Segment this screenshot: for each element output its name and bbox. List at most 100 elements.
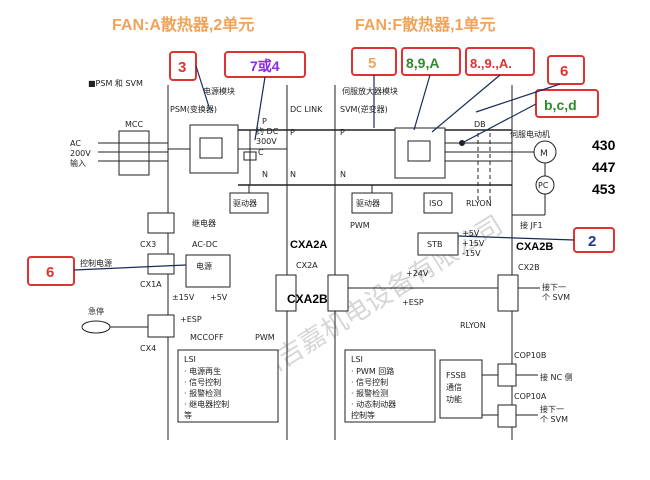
next-svm-1: 接下一 [542,282,566,292]
p-label-1: P [290,128,295,137]
stb-label: STB [427,240,442,249]
lsi-left-2: · 信号控制 [184,377,221,387]
n-label-1: N [290,170,296,179]
cx3-connector [147,212,175,234]
cxa2a-label: CXA2A [290,239,327,251]
servo-amp-title: 伺服放大器模块 [342,86,398,96]
lsi-right-title: LSI [351,355,363,364]
jf1-label: 接 JF1 [520,220,543,230]
leader-bcd [461,103,537,144]
cxa2b-right-label: CXA2B [516,241,553,253]
cx2b-label: CX2B [518,263,540,272]
lsi-left-title: LSI [184,355,196,364]
callout-89a-text: 8,9,A [406,55,439,71]
callout-bcd [535,89,599,118]
cop10a-connector [497,404,517,428]
lsi-right-block [344,349,436,423]
lsi-right-5: 控制等 [351,410,375,420]
power-block [185,254,231,288]
db-label: DB [474,120,486,129]
lsi-left-3: · 报警检测 [184,388,221,398]
cxa2a-connector [275,274,297,312]
emergency-label: 急停 [88,306,104,316]
encoder-pc-label: PC [538,181,549,190]
leader-89a [413,74,431,131]
cxa2b-big-label: CXA2B [287,292,328,306]
n-label-3: N [262,170,268,179]
header-left: FAN:A散热器,2单元 [112,15,254,34]
cx4-connector [147,314,175,338]
power-module-title: 电源模块 [203,86,235,96]
to-nc-label: 接 NC 侧 [540,372,573,382]
lsi-right-3: · 报警检测 [351,388,388,398]
acdc-label: AC-DC [192,240,218,249]
callout-3-text: 3 [178,59,186,76]
callout-bcd-text: b,c,d [544,97,577,113]
pwm-label-1: PWM [255,333,275,342]
psm-driver-label: 驱动器 [233,198,257,208]
lsi-left-block [177,349,279,423]
esp-label: +ESP [180,315,202,324]
stb-block [417,232,459,256]
svm-title: SVM(逆变器) [340,104,388,114]
svm-driver-label: 驱动器 [356,198,380,208]
callout-6-top-text: 6 [560,63,568,80]
esp-label-2: +ESP [402,298,424,307]
callout-89a-dot-text: 8.,9.,A. [470,56,512,71]
ac-input-1: AC [70,139,81,148]
callout-6-left-text: 6 [46,264,54,281]
v5-label: +5V [462,229,480,238]
cx2a-label: CX2A [296,261,318,270]
lsi-left-1: · 电源再生 [184,366,221,376]
relay-label: 继电器 [192,218,216,228]
leader-6-top [475,83,561,113]
cx1a-label: CX1A [140,280,162,289]
cx1a-connector [147,253,175,275]
leader-3 [195,65,211,111]
emergency-stop-icon [81,320,111,334]
lsi-left-5: 等 [184,410,192,420]
leader-2 [457,235,575,241]
dc300-label-2: 300V [256,137,277,146]
igbt-icon-svm [407,140,431,162]
callout-6-top [547,55,585,85]
p15v-label: ±15V [172,293,195,302]
lsi-left-4: · 继电器控制 [184,399,229,409]
rlyon-label-2: RLYON [460,321,486,330]
motor-m-label: M [540,149,548,159]
v24-label: +24V [406,269,429,278]
mcc-block [118,130,150,176]
control-power-label: 控制电源 [80,258,112,268]
fssb-1: FSSB [446,371,466,380]
header-right: FAN:F散热器,1单元 [355,15,495,34]
lsi-right-2: · 信号控制 [351,377,388,387]
p-label-3: P [262,117,267,126]
next-svm-3: 接下一 [540,404,564,414]
v15n-label: -15V [462,249,481,258]
c-label: C [258,148,264,157]
leader-89a-dot [431,74,501,133]
cx3-label: CX3 [140,240,156,249]
svm-inverter-block [394,127,446,179]
lsi-right-4: · 动态制动器 [351,399,396,409]
dc-link-label: DC LINK [290,105,323,114]
psm-converter-block [189,124,239,174]
pwm-label-2: PWM [350,221,370,230]
p-label-2: P [340,128,345,137]
model-430: 430 [592,137,616,153]
model-453: 453 [592,181,616,197]
iso-block [423,192,453,214]
mccoff-label: MCCOFF [190,333,224,342]
legend-label: ■PSM 和 SVM [88,79,143,88]
v15p-label: +15V [462,239,485,248]
fssb-2: 通信 [446,382,462,392]
cx4-label: CX4 [140,344,156,353]
fssb-block [439,359,483,419]
n-label-2: N [340,170,346,179]
dc300-label-1: 约 DC [256,126,279,136]
cop10b-connector [497,363,517,387]
next-svm-4: 个 SVM [540,415,568,424]
psm-title: PSM(变换器) [170,104,217,114]
igbt-icon-psm [199,137,223,159]
